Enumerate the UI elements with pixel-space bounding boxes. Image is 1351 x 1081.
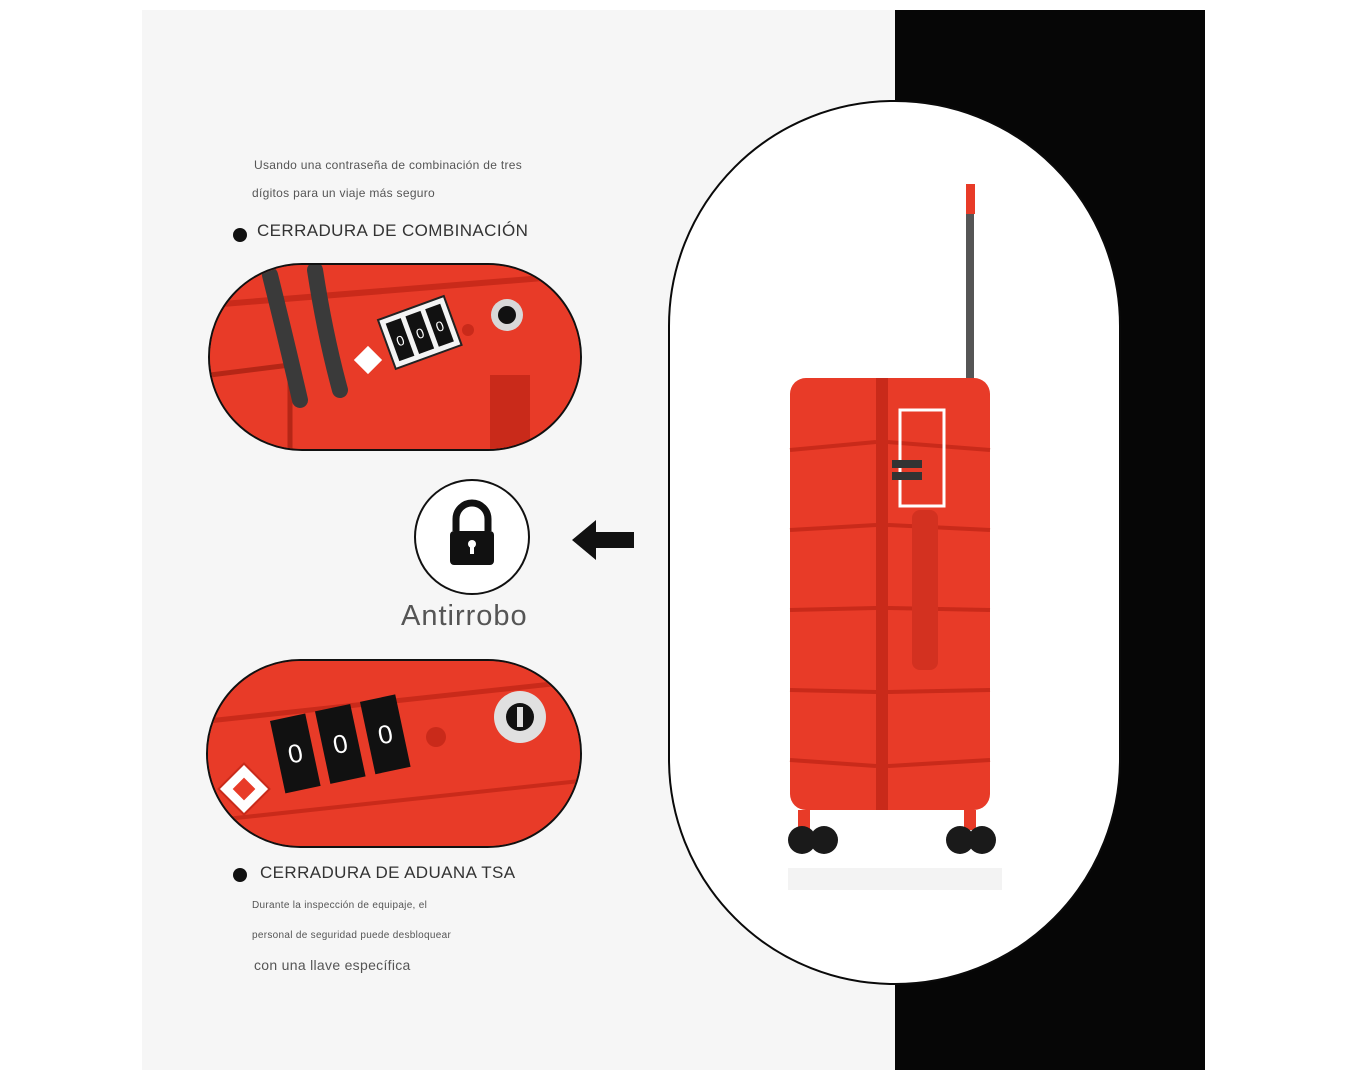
- tsa-lock-photo: 0 0 0: [208, 661, 580, 846]
- bullet-icon: [233, 228, 247, 242]
- combination-lock-photo: 0 0 0: [210, 265, 580, 449]
- padlock-icon: [450, 499, 494, 565]
- svg-text:0: 0: [375, 718, 395, 750]
- arrow-left-icon: [572, 520, 634, 560]
- suitcase-frame: [668, 100, 1121, 985]
- tsa-desc-line1: Durante la inspección de equipaje, el: [252, 900, 428, 911]
- antitheft-badge: [414, 479, 530, 595]
- bullet-icon: [233, 868, 247, 882]
- tsa-desc-line2: personal de seguridad puede desbloquear: [252, 930, 452, 941]
- combination-intro-line2: dígitos para un viaje más seguro: [252, 186, 436, 200]
- combination-lock-closeup: 0 0 0: [208, 263, 582, 451]
- svg-text:0: 0: [285, 737, 305, 769]
- antitheft-label: Antirrobo: [401, 600, 528, 632]
- combination-intro-line1: Usando una contraseña de combinación de …: [254, 158, 523, 172]
- svg-text:0: 0: [330, 728, 350, 760]
- tsa-lock-closeup: 0 0 0: [206, 659, 582, 848]
- combination-lock-heading: CERRADURA DE COMBINACIÓN: [257, 221, 529, 240]
- tsa-desc-line3: con una llave específica: [254, 957, 411, 973]
- suitcase-illustration: [788, 184, 1002, 890]
- tsa-lock-heading: CERRADURA DE ADUANA TSA: [260, 863, 516, 882]
